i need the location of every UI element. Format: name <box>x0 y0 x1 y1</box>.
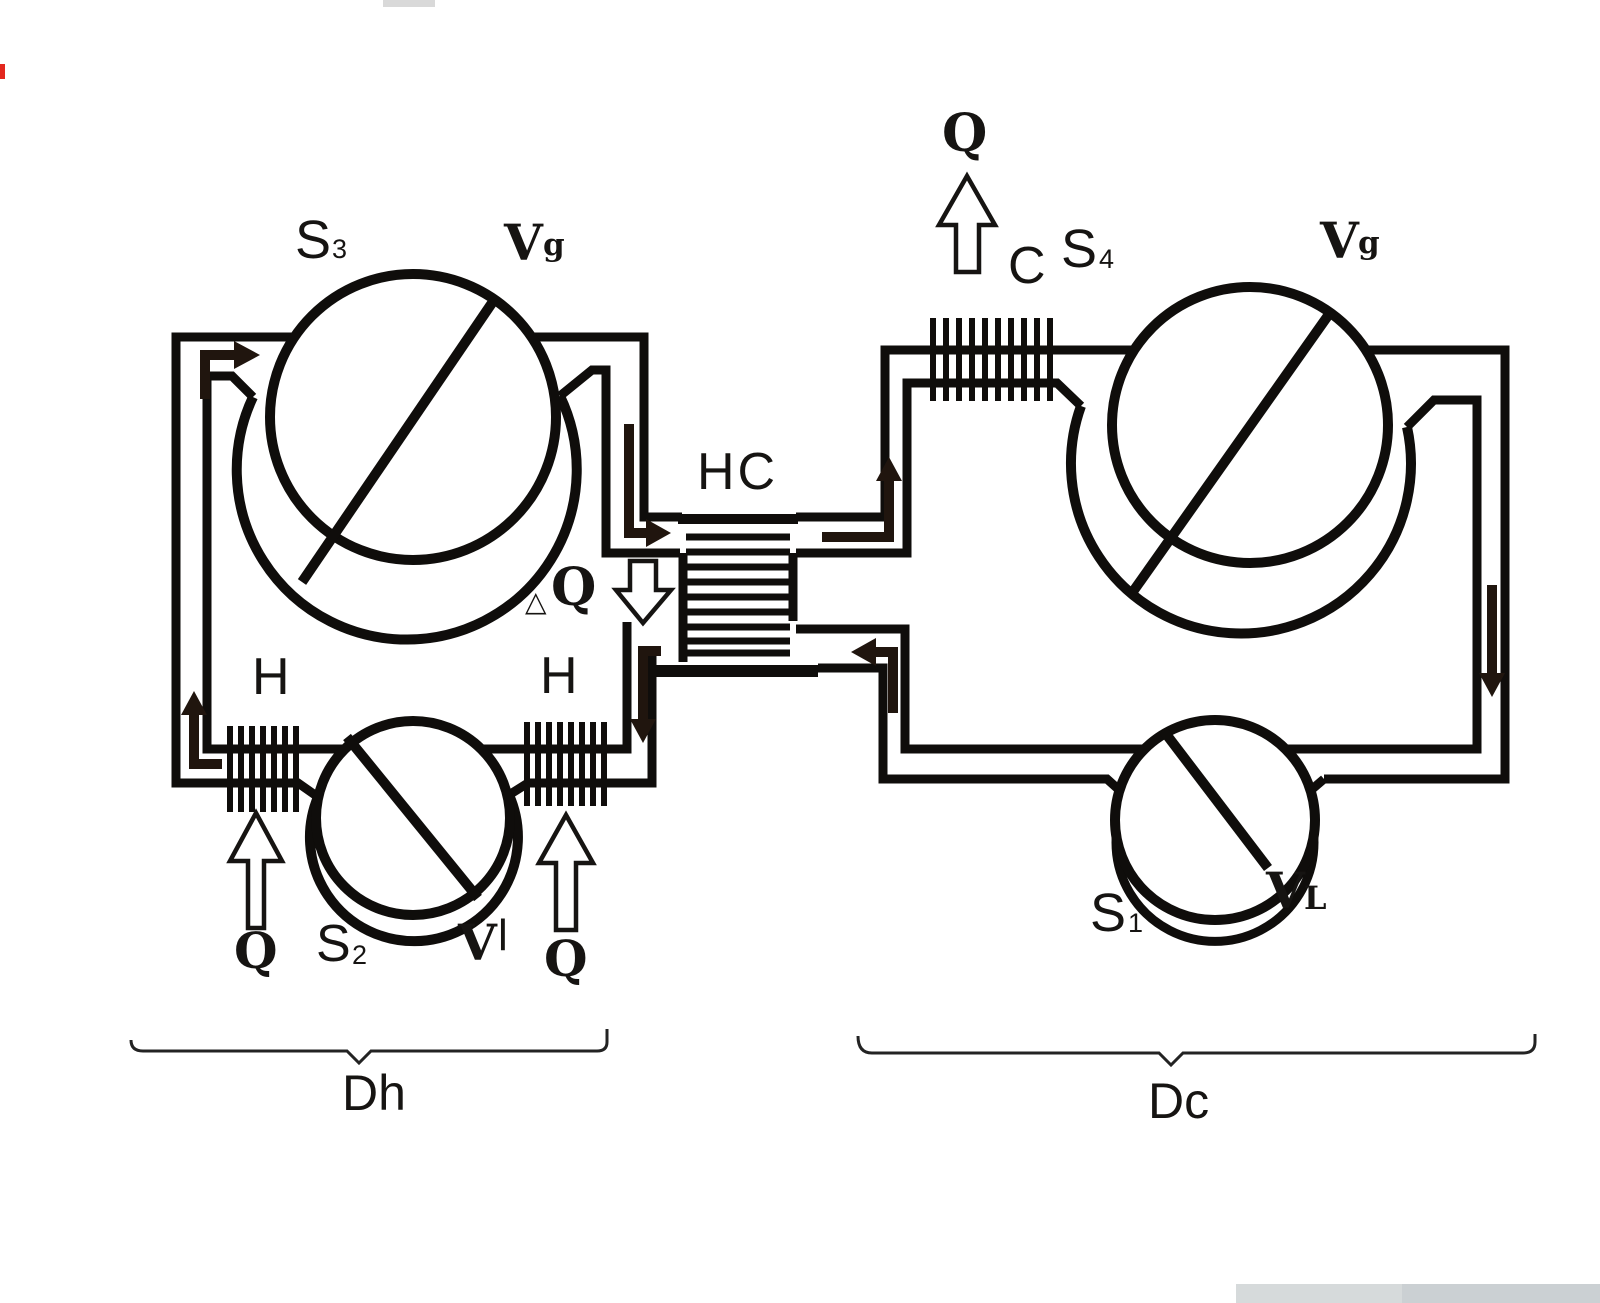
label-h-left: H <box>252 648 290 706</box>
heat-in-arrow-mid-icon <box>535 810 597 933</box>
flow-arrow-into-hc-bottom <box>876 647 898 713</box>
dc-brace <box>856 1034 1537 1068</box>
label-vl-right-v: V <box>1266 861 1305 920</box>
label-dc: Dc <box>1148 1073 1210 1129</box>
right-loop-inner-right-pipe <box>1288 395 1482 754</box>
label-s4-sub: 4 <box>1099 244 1115 274</box>
dh-brace <box>129 1029 609 1066</box>
label-h-right: H <box>540 647 578 705</box>
heat-out-arrow-top-icon <box>935 171 999 275</box>
label-q-bottom-mid: Q <box>544 929 588 988</box>
red-streak-artifact <box>0 64 5 79</box>
arrowhead-up-icon <box>181 691 207 715</box>
label-s1-sub: 1 <box>1128 908 1144 938</box>
hc-plate-stack <box>686 533 790 657</box>
label-hc: HC <box>697 443 779 501</box>
s4-diagonal <box>1127 307 1337 596</box>
label-vg-left-v: V <box>504 213 543 272</box>
label-delta-q: Q <box>551 557 597 618</box>
label-q-top-right: Q <box>942 103 988 164</box>
label-s1: S <box>1090 883 1127 943</box>
arrowhead-left-icon <box>851 638 876 666</box>
flow-arrow-left-up <box>189 715 222 769</box>
label-q-bottom-left: Q <box>234 921 278 980</box>
arrowhead-right-icon <box>234 341 260 369</box>
left-loop-outer-pipe <box>171 332 321 801</box>
label-delta-triangle: △ <box>525 586 547 617</box>
arrowhead-down-icon <box>630 719 656 743</box>
displacer-circles <box>265 269 1393 925</box>
arrowhead-right-icon <box>646 519 671 547</box>
label-vl-left-v: V <box>458 913 497 972</box>
label-vg-right-g: g <box>1358 225 1380 261</box>
left-loop-bottom-upper-east-pipe <box>482 622 632 754</box>
gray-smudge-artifact <box>383 0 435 7</box>
label-vl-right-sub: L <box>1304 879 1327 917</box>
s4-cylinder-cup <box>1066 404 1416 639</box>
label-vg-left-g: g <box>543 227 565 263</box>
label-s4: S <box>1061 219 1098 279</box>
cooler-hatch <box>930 318 1053 401</box>
s2-diagonal <box>343 733 482 902</box>
label-c: C <box>1008 237 1046 295</box>
arrowhead-down-icon <box>1479 673 1505 697</box>
heater-hatch-right <box>524 722 607 806</box>
left-loop-inner-right-pipe <box>557 365 680 558</box>
label-vg-right-v: V <box>1320 211 1359 270</box>
label-s3-sub: 3 <box>332 234 348 264</box>
arrowhead-up-icon <box>876 457 902 481</box>
hc-heat-exchanger <box>655 514 818 677</box>
label-dh: Dh <box>342 1065 406 1121</box>
flow-arrowheads <box>181 341 1505 743</box>
s3-diagonal <box>297 300 497 585</box>
braces <box>129 1029 1537 1068</box>
left-loop-outer-right-pipe <box>529 332 682 522</box>
right-loop-bottom-upper-pipe <box>796 624 1143 754</box>
s3-cylinder-cup <box>231 393 582 645</box>
right-loop-inner-left-pipe <box>796 378 1085 558</box>
label-s3: S <box>295 210 332 270</box>
displacer-diagonals <box>297 300 1337 902</box>
label-s2-sub: 2 <box>352 940 368 970</box>
flow-arrow-into-hc-top <box>624 424 646 538</box>
s1-diagonal <box>1159 726 1272 872</box>
heat-arrows <box>226 171 999 933</box>
flow-arrow-right-loop-up <box>822 481 894 542</box>
flow-arrow-out-hc-bottom <box>638 646 661 719</box>
right-loop-outer-left-pipe <box>796 345 1134 522</box>
heat-transfer-down-arrow-icon <box>611 558 676 627</box>
heater-hatch-left <box>227 726 299 812</box>
right-loop-outer-pipe <box>1324 345 1510 784</box>
s2-cylinder-cup <box>304 792 523 947</box>
flow-arrows <box>189 350 1497 769</box>
label-s2: S <box>316 915 351 973</box>
flow-arrow-top-left <box>200 350 234 399</box>
label-vl-left-l: l <box>498 911 508 960</box>
heat-in-arrow-left-icon <box>226 808 286 931</box>
gray-band-artifact-dark <box>1402 1284 1600 1303</box>
